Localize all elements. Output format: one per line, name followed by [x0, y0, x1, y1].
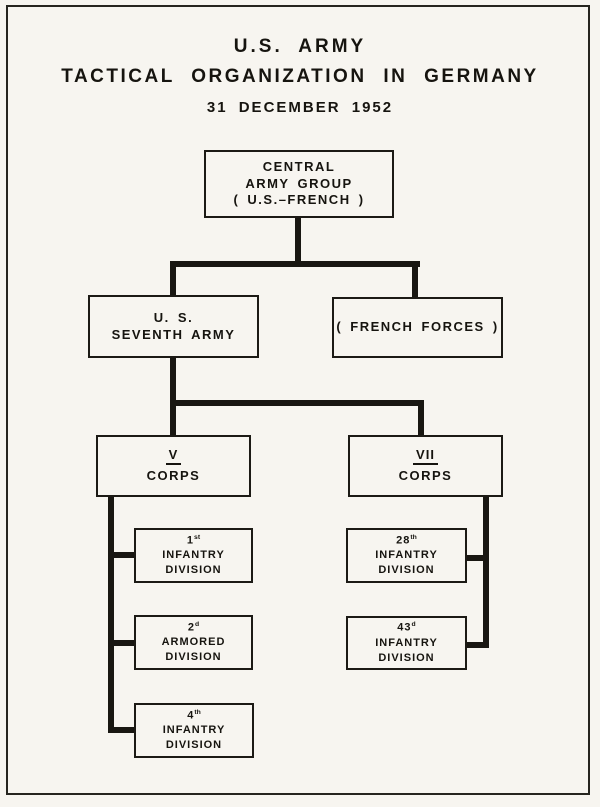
division-number: 1st — [186, 533, 201, 547]
node-french-forces: ( FRENCH FORCES ) — [332, 297, 503, 358]
node-43d-infantry-division: 43d INFANTRY DIVISION — [346, 616, 467, 670]
node-v-corps: V CORPS — [96, 435, 251, 497]
node-central-army-group: CENTRAL ARMY GROUP ( U.S.–FRENCH ) — [204, 150, 394, 218]
connector-vii-corps-trunk — [483, 495, 489, 648]
connector-vii-corps-drop — [418, 400, 424, 437]
connector-corps-horizontal — [170, 400, 424, 406]
node-text-line: U. S. — [153, 309, 194, 325]
node-text-line: DIVISION — [378, 651, 435, 664]
node-1st-infantry-division: 1st INFANTRY DIVISION — [134, 528, 253, 583]
connector-stub-28th-division — [465, 555, 485, 561]
connector-v-corps-trunk — [108, 495, 114, 733]
node-text-line: DIVISION — [378, 564, 435, 577]
node-28th-infantry-division: 28th INFANTRY DIVISION — [346, 528, 467, 583]
node-vii-corps: VII CORPS — [348, 435, 503, 497]
node-us-seventh-army: U. S. SEVENTH ARMY — [88, 295, 259, 358]
node-4th-infantry-division: 4th INFANTRY DIVISION — [134, 703, 254, 758]
chart-subtitle: TACTICAL ORGANIZATION IN GERMANY — [61, 66, 539, 87]
connector-seventh-army-down — [170, 356, 176, 437]
division-number: 2d — [187, 620, 200, 634]
node-text-line: INFANTRY — [375, 636, 438, 649]
connector-cag-down — [295, 216, 301, 264]
connector-stub-43d-division — [465, 642, 489, 648]
connector-french-forces-drop — [412, 261, 418, 299]
node-text-line: SEVENTH ARMY — [111, 326, 236, 342]
connector-stub-4th-division — [108, 727, 136, 733]
node-text-line: CORPS — [398, 467, 453, 483]
connector-level2-horizontal — [170, 261, 420, 267]
node-text-line: ARMORED — [161, 636, 226, 649]
division-number: 43d — [397, 621, 416, 635]
connector-stub-2d-division — [108, 640, 136, 646]
node-2d-armored-division: 2d ARMORED DIVISION — [134, 615, 253, 670]
node-text-line: ARMY GROUP — [245, 175, 353, 191]
connector-seventh-army-drop — [170, 261, 176, 297]
corps-roman-numeral: VII — [413, 448, 438, 465]
node-text-line: CENTRAL — [262, 158, 336, 174]
division-number: 4th — [187, 708, 201, 722]
node-text-line: INFANTRY — [375, 549, 438, 562]
node-text-line: CORPS — [146, 467, 201, 483]
node-text-line: ( U.S.–FRENCH ) — [233, 192, 365, 208]
node-text-line: INFANTRY — [162, 549, 225, 562]
node-text-line: DIVISION — [165, 564, 222, 577]
node-text-line: ( FRENCH FORCES ) — [336, 319, 499, 335]
corps-roman-numeral: V — [165, 448, 182, 465]
chart-title: U.S. ARMY — [233, 36, 367, 57]
node-text-line: DIVISION — [165, 739, 223, 752]
node-text-line: INFANTRY — [162, 724, 226, 737]
chart-date: 31 DECEMBER 1952 — [206, 99, 394, 116]
connector-stub-1st-division — [108, 552, 136, 558]
division-number: 28th — [396, 533, 417, 547]
node-text-line: DIVISION — [165, 651, 222, 664]
